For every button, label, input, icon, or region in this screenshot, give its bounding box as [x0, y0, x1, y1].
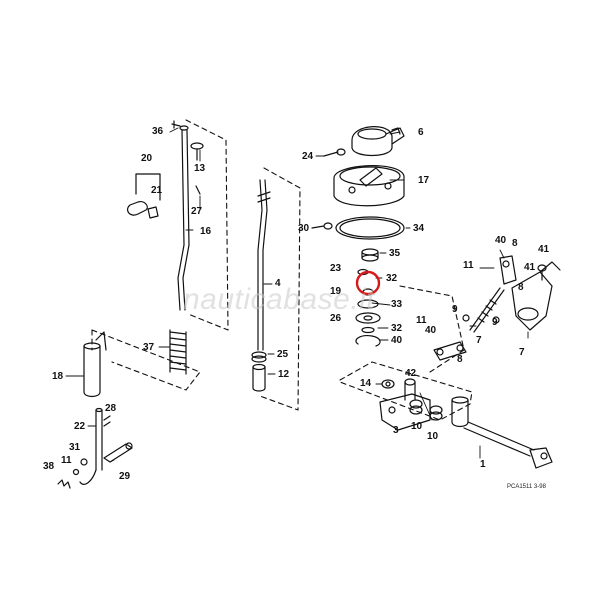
part-label-34: 34 [413, 223, 425, 234]
pin-29 [103, 442, 133, 463]
bushing-35 [361, 248, 379, 262]
part-label-14: 13 [194, 163, 206, 174]
screw-14 [190, 142, 204, 161]
pin-27 [195, 185, 201, 195]
part-label-10-a: 10 [411, 421, 423, 432]
part-label-25: 23 [330, 263, 342, 274]
part-label-30: 30 [298, 223, 310, 234]
pin-9-a [492, 316, 500, 324]
bushing-10-a [409, 399, 423, 415]
part-label-38: 38 [43, 461, 55, 472]
part-label-33: 33 [391, 299, 403, 310]
part-label-10-b: 10 [427, 431, 439, 442]
part-label-17: 17 [418, 175, 430, 186]
part-label-23: 24 [302, 151, 314, 162]
part-label-39: 40 [391, 335, 403, 346]
pin-36 [171, 120, 181, 129]
dashed-group-outlines [91, 119, 473, 421]
ball-31 [80, 458, 88, 466]
nut-24 [251, 351, 267, 363]
shift-lever-1 [463, 421, 553, 469]
part-label-28: 28 [105, 403, 117, 414]
washer-26 [355, 312, 381, 324]
rod-22 [79, 407, 111, 485]
part-label-41-upper: 41 [538, 244, 550, 255]
part-label-16: 16 [200, 226, 212, 237]
part-label-24: 25 [277, 349, 289, 360]
part-42 [404, 378, 416, 401]
screw-30 [311, 222, 333, 230]
housing-17 [333, 165, 405, 207]
highlight-circle [355, 270, 381, 296]
lever-7 [511, 261, 561, 331]
part-label-8-lower: 8 [457, 354, 463, 365]
reference-code: PCA1511 3-98 [507, 484, 546, 490]
part-label-8-upper: 8 [512, 238, 518, 249]
washer-32-lower [361, 326, 375, 334]
part-label-32-highlighted: 32 [386, 273, 398, 284]
link-40-upper [499, 255, 517, 285]
part-label-11-lower: 11 [416, 315, 427, 326]
part-label-37: 37 [143, 342, 155, 353]
part-label-11-upper: 11 [463, 260, 474, 271]
part-label-3: 3 [393, 425, 399, 436]
part-label-42: 42 [405, 368, 417, 379]
pin-9-b [462, 314, 470, 322]
gasket-34 [335, 216, 405, 240]
shaft-18 [83, 331, 107, 398]
part-label-9-b: 9 [492, 317, 498, 328]
part-label-27: 27 [191, 206, 203, 217]
part-label-21: 21 [151, 185, 163, 196]
shift-rod-16 [177, 125, 190, 311]
rod-4 [257, 179, 271, 351]
part-label-22: 22 [74, 421, 86, 432]
part-label-40-lower: 40 [425, 325, 437, 336]
rod-5 [469, 287, 505, 333]
part-label-9-a: 9 [452, 304, 458, 315]
part-label-40-right: 41 [524, 262, 536, 273]
part-label-1: 1 [480, 459, 486, 470]
roller-part [451, 396, 469, 428]
part-label-15: 12 [278, 369, 290, 380]
part-label-32: 32 [391, 323, 403, 334]
spring-37 [169, 329, 187, 375]
part-label-13: 11 [61, 455, 72, 466]
part-label-8-right: 8 [518, 282, 524, 293]
part-label-40-upper: 40 [495, 235, 507, 246]
nut-12 [381, 379, 395, 389]
part-label-19: 19 [330, 286, 342, 297]
part-label-12: 14 [360, 378, 372, 389]
clip-20-21 [126, 173, 161, 219]
part-label-36: 36 [152, 126, 164, 137]
screw-23 [323, 148, 346, 157]
part-label-4: 4 [275, 278, 281, 289]
part-label-18: 18 [52, 371, 64, 382]
spring-38 [57, 479, 71, 489]
bracket-3 [379, 393, 431, 431]
part-label-31: 31 [69, 442, 81, 453]
leader-lines [65, 127, 529, 463]
part-label-35: 35 [389, 248, 401, 259]
part-label-5: 7 [476, 335, 482, 346]
part-label-20: 20 [141, 153, 153, 164]
sleeve-15 [252, 363, 266, 392]
clip-39 [355, 335, 381, 347]
part-label-7: 7 [519, 347, 525, 358]
screw-41 [537, 264, 547, 281]
part-label-26: 26 [330, 313, 342, 324]
link-40-lower [433, 341, 467, 361]
part-label-29: 29 [119, 471, 131, 482]
cover-6 [351, 126, 405, 157]
part-label-6: 6 [418, 127, 424, 138]
ball-13 [72, 468, 80, 476]
watermark: nauticabase.it [183, 283, 376, 316]
